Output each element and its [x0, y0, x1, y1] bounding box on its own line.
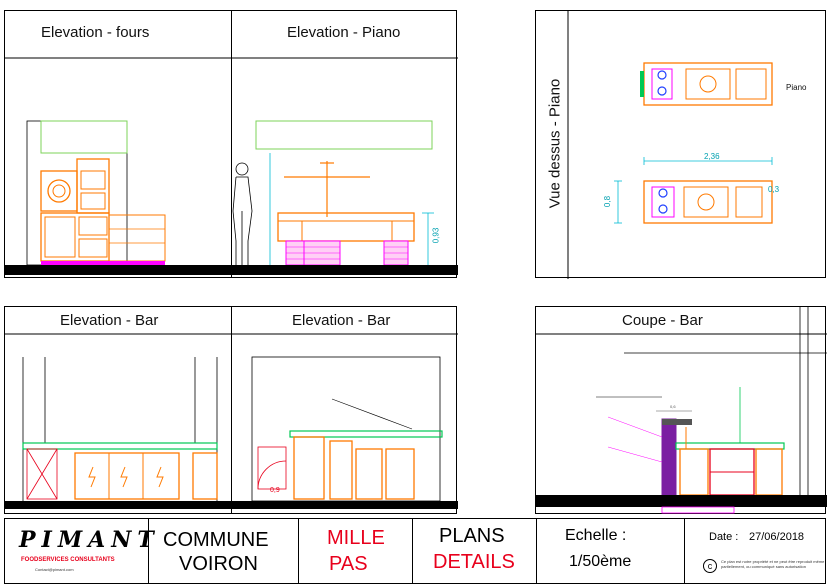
logo-contact: Contact@pimant.com: [35, 567, 74, 572]
piano-label: Piano: [786, 83, 807, 92]
copyright-icon: c: [703, 559, 717, 573]
drawing-bar-1: [5, 333, 233, 509]
plan-line-2: DETAILS: [433, 551, 515, 573]
panel-elevation-bar-1: Elevation - Bar: [4, 306, 233, 514]
dimension-piano-width: 2,36: [704, 152, 720, 161]
dimension-bar: 0,9: [270, 487, 280, 494]
logo-cell: PIMANT FOODSERVICES CONSULTANTS Contact@…: [5, 519, 154, 583]
panel-elevation-fours: Elevation - fours: [4, 10, 233, 278]
drawing-fours: [5, 57, 233, 275]
project-line-1: MILLE: [327, 527, 385, 549]
scale-value: 1/50ème: [569, 553, 632, 570]
panel-title: Elevation - Bar: [60, 312, 159, 329]
plan-line-1: PLANS: [439, 525, 505, 547]
scale-cell: Echelle : 1/50ème: [537, 519, 685, 583]
client-cell: COMMUNE VOIRON: [149, 519, 299, 583]
copyright-text: Ce plan est notre propriété et ne peut ê…: [721, 559, 825, 569]
scale-label: Echelle :: [565, 527, 627, 544]
dimension-piano-depth: 0,8: [603, 195, 613, 208]
logo: PIMANT: [19, 527, 160, 553]
drawing-dessus: [567, 11, 773, 279]
drawing-bar-2: [232, 333, 458, 509]
client-line-1: COMMUNE: [163, 529, 269, 551]
project-line-2: PAS: [329, 553, 368, 575]
panel-title: Coupe - Bar: [622, 312, 703, 329]
panel-elevation-bar-2: Elevation - Bar 0,9: [231, 306, 458, 514]
date-label: Date :: [709, 531, 739, 543]
project-cell: MILLE PAS: [299, 519, 413, 583]
logo-subtitle: FOODSERVICES CONSULTANTS: [21, 557, 115, 563]
panel-vue-dessus: Vue dessus - Piano Piano 2,36 0,8 0,3: [535, 10, 826, 279]
dimension-coupe: 0,6: [670, 404, 676, 409]
panel-title: Elevation - fours: [41, 24, 150, 41]
drawing-piano: [232, 57, 458, 275]
dimension-side: 0,3: [768, 185, 780, 194]
client-line-2: VOIRON: [179, 553, 258, 575]
date-value: 27/06/2018: [749, 531, 805, 543]
date-cell: Date : 27/06/2018 c Ce plan est notre pr…: [685, 519, 827, 583]
panel-title: Elevation - Piano: [287, 24, 401, 41]
drawing-coupe: [536, 307, 827, 514]
panel-elevation-piano: Elevation - Piano 0,93: [231, 10, 458, 278]
plan-cell: PLANS DETAILS: [413, 519, 537, 583]
dimension-piano-height: 0,93: [431, 227, 441, 244]
panel-coupe-bar: Coupe - Bar 0,6: [535, 306, 827, 514]
title-block: PIMANT FOODSERVICES CONSULTANTS Contact@…: [4, 518, 826, 584]
panel-title: Elevation - Bar: [292, 312, 391, 329]
